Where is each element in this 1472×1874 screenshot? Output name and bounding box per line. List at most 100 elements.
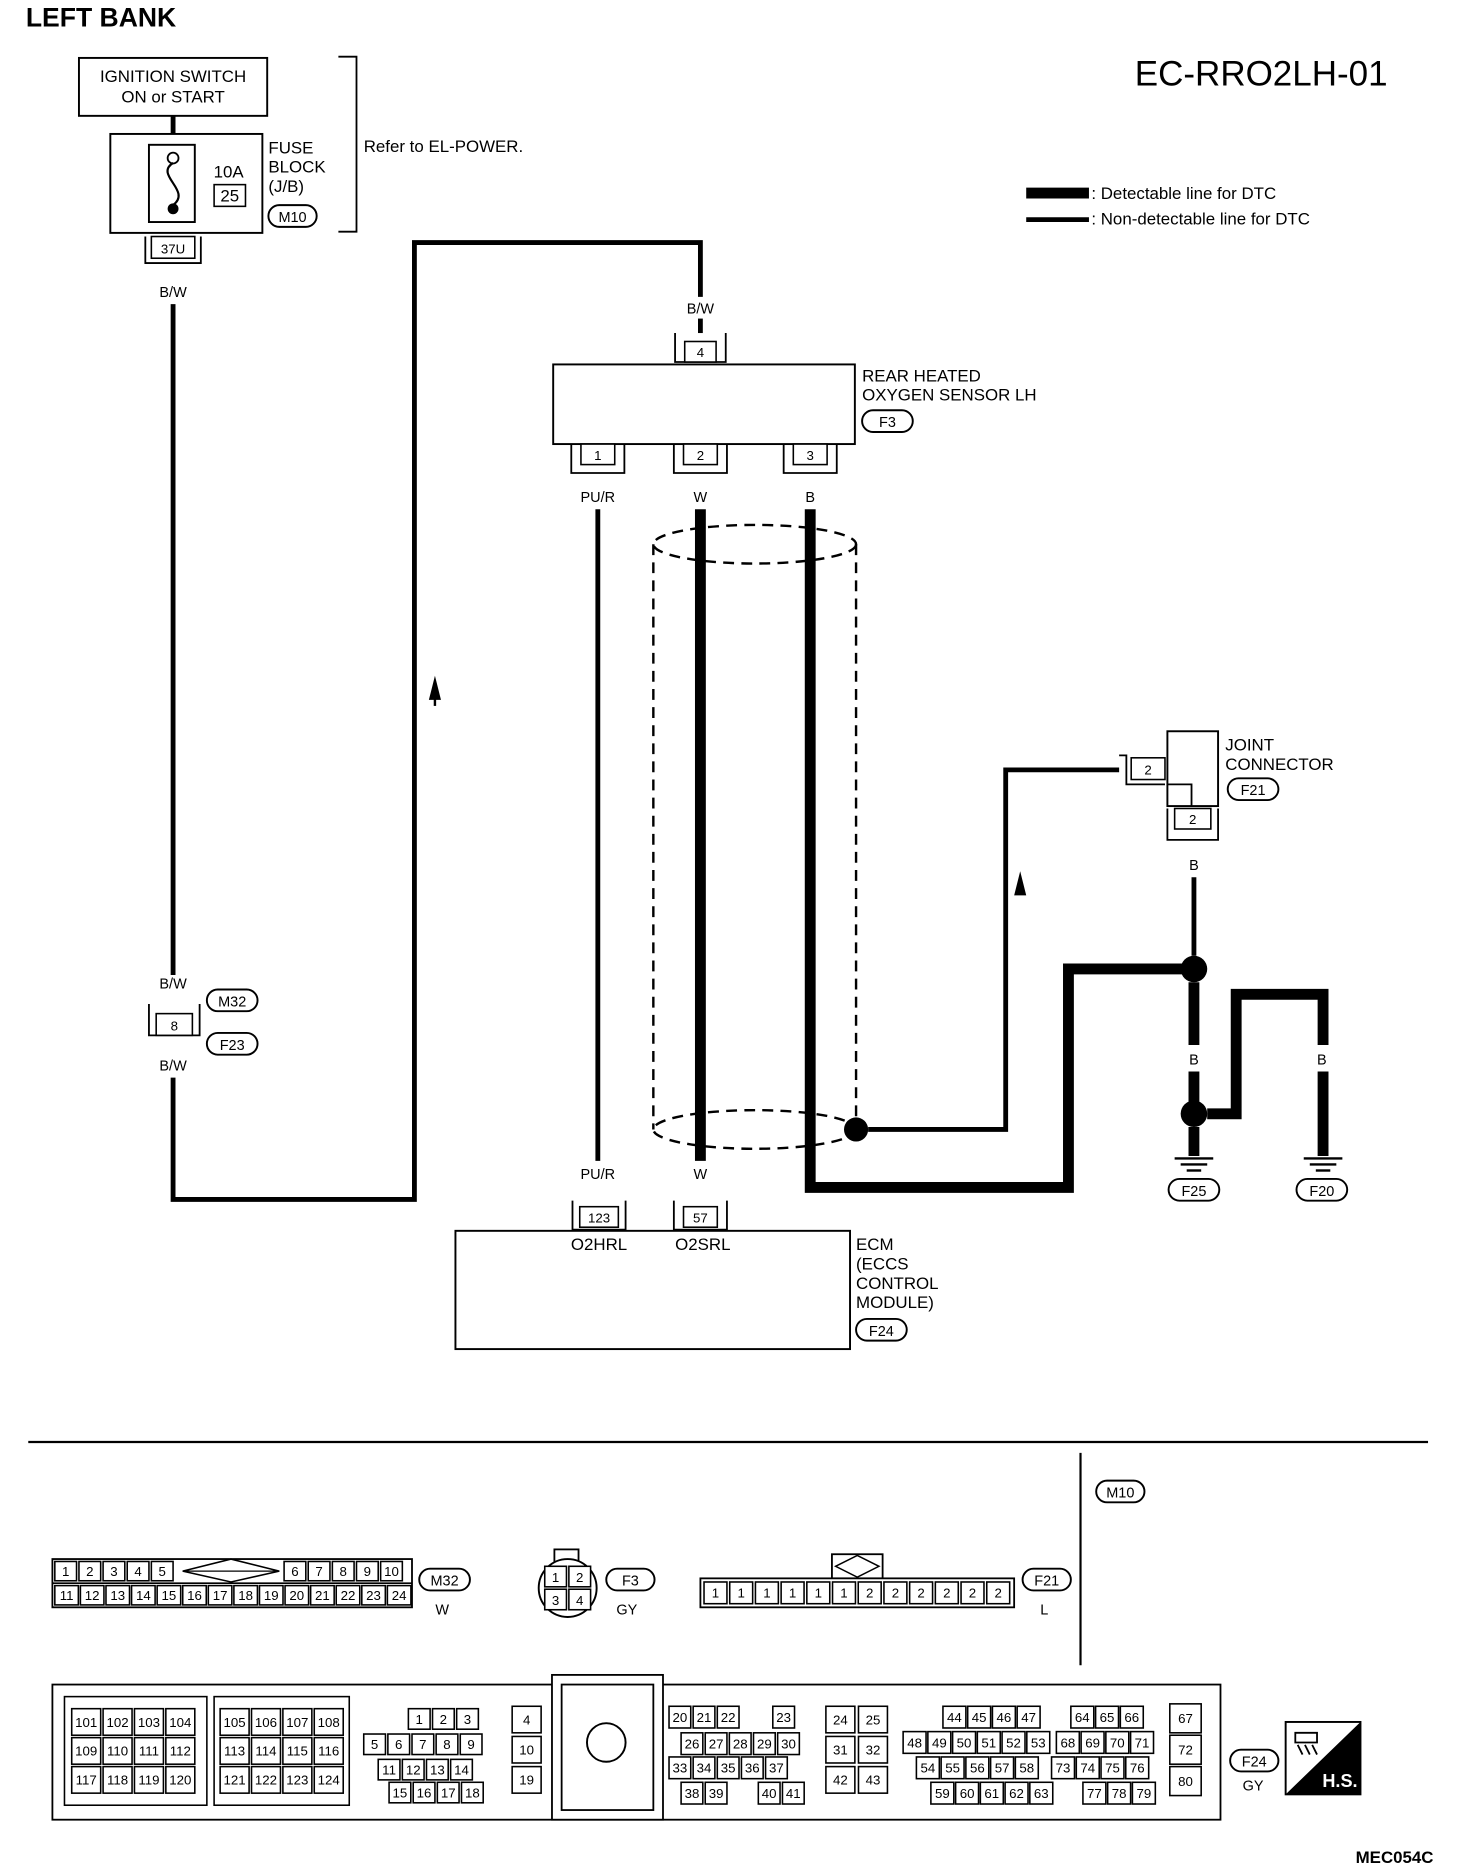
connector-pin-cell	[181, 1584, 208, 1606]
connector-pin-label: 11	[382, 1762, 396, 1777]
connector-pin-label: 120	[169, 1773, 191, 1788]
connector-pin-label: 1	[840, 1586, 847, 1601]
connector-pin-cell	[752, 1732, 777, 1756]
connector-pin-label: 80	[1178, 1774, 1193, 1789]
connector-pin-label: 53	[1031, 1735, 1046, 1750]
svg-text:3: 3	[807, 448, 814, 463]
connector-pin-cell	[1169, 1734, 1202, 1765]
connector-pin-label: 14	[454, 1762, 469, 1777]
figure-id: MEC054C	[1356, 1848, 1434, 1867]
wire-color-b-3: B	[1189, 1052, 1199, 1068]
connector-pin-label: 7	[315, 1564, 322, 1579]
connector-pin-label: 113	[224, 1744, 245, 1759]
connector-pin-label: 9	[467, 1737, 474, 1752]
connector-pin-cell	[857, 1765, 889, 1794]
joint-box	[1166, 730, 1220, 808]
connector-pin-label: 101	[75, 1715, 97, 1730]
connector-pin-cell	[703, 1581, 728, 1605]
connector-pin-label: 115	[287, 1744, 308, 1759]
harness-icon	[1294, 1731, 1318, 1755]
connector-pin-label: 104	[169, 1715, 191, 1730]
connector-pin-label: 27	[709, 1737, 724, 1752]
connector-pin-label: 2	[969, 1586, 976, 1601]
connector-pin-cell	[331, 1560, 355, 1582]
connector-pin-label: 68	[1060, 1735, 1075, 1750]
connector-pin-cell	[425, 1758, 449, 1781]
connector-pin-label: 47	[1021, 1710, 1036, 1725]
connector-pin-label: 77	[1087, 1786, 1102, 1801]
sensor-pin-2: 2	[672, 443, 728, 474]
svg-text:1: 1	[552, 1570, 559, 1585]
ignition-line1: IGNITION SWITCH	[100, 67, 246, 86]
connector-pin-label: 41	[786, 1786, 801, 1801]
connector-pin-label: 58	[1019, 1761, 1034, 1776]
connector-pin-label: 6	[395, 1737, 402, 1752]
connector-pin-cell	[401, 1758, 425, 1781]
connector-pin-label: 74	[1080, 1761, 1095, 1776]
connector-pin-label: 59	[935, 1786, 950, 1801]
ecm-signal-o2srl: O2SRL	[675, 1235, 730, 1254]
connector-pin-cell	[362, 1733, 387, 1756]
connector-pin-cell	[411, 1733, 435, 1756]
ignition-line2: ON or START	[121, 88, 224, 107]
connector-pin-cell	[130, 1584, 156, 1606]
connector-pin-cell	[806, 1581, 831, 1605]
connector-pin-label: 65	[1100, 1710, 1115, 1725]
connector-pin-label: 23	[366, 1588, 381, 1603]
connector-pin-cell	[1055, 1730, 1081, 1755]
connector-pin-cell	[692, 1705, 716, 1729]
connector-pin-label: 15	[162, 1588, 177, 1603]
connector-pin-label: 107	[286, 1715, 308, 1730]
hs-badge: H.S.	[1284, 1720, 1362, 1796]
connector-pin-cell	[313, 1707, 345, 1737]
connector-pin-label: 16	[187, 1588, 202, 1603]
connector-pin-cell	[387, 1733, 411, 1756]
rear-heated-oxygen-sensor: REAR HEATED OXYGEN SENSOR LH F3	[552, 363, 1037, 446]
f3-view-label: F3	[622, 1574, 639, 1590]
connector-pin-cell	[680, 1732, 704, 1756]
connector-pin-label: 49	[932, 1735, 947, 1750]
fuse-label3: (J/B)	[268, 177, 304, 196]
fuse-label1: FUSE	[268, 138, 313, 157]
ecm-connector-bolt	[586, 1722, 627, 1763]
connector-pin-cell	[431, 1707, 456, 1730]
connector-pin-cell	[165, 1765, 196, 1794]
ecm-name4: MODULE)	[856, 1293, 934, 1312]
connector-pin-label: 110	[107, 1744, 128, 1759]
connector-pin-cell	[704, 1732, 728, 1756]
svg-text:1: 1	[594, 448, 601, 463]
connector-pin-cell	[960, 1581, 985, 1605]
joint-connector-id: F21	[1241, 783, 1266, 799]
ground-f20: F20	[1295, 1157, 1349, 1202]
connector-pin-cell	[1106, 1781, 1132, 1805]
connector-pin-label: 60	[960, 1786, 975, 1801]
connector-pin-cell	[102, 1560, 126, 1582]
connector-m32-f23: 8 M32 F23	[148, 988, 259, 1056]
connector-pin-cell	[1169, 1765, 1202, 1797]
sensor-connector: F3	[879, 415, 896, 431]
connector-pin-cell	[740, 1756, 764, 1780]
connector-pin-label: 75	[1105, 1761, 1120, 1776]
ecm-connector: F24	[869, 1324, 894, 1340]
connector-pin-label: 52	[1006, 1735, 1021, 1750]
connector-pin-label: 4	[523, 1712, 530, 1727]
connector-pin-label: 31	[833, 1743, 848, 1758]
connector-pin-label: 103	[138, 1715, 160, 1730]
connector-pin-cell	[379, 1560, 404, 1582]
connector-pin-cell	[831, 1581, 857, 1605]
fuse-block: 10A 25 FUSE BLOCK (J/B) M10	[109, 132, 326, 234]
connector-pin-cell	[728, 1581, 754, 1605]
connector-pin-cell	[102, 1707, 133, 1737]
connector-pin-cell	[282, 1765, 313, 1794]
sensor-box	[552, 363, 856, 446]
connector-pin-label: 16	[417, 1785, 432, 1800]
connector-pin-cell	[1004, 1781, 1029, 1805]
wire-color-b-1: B	[805, 490, 815, 506]
connector-pin-label: 78	[1112, 1786, 1127, 1801]
connector-pin-label: 33	[673, 1761, 688, 1776]
connector-pin-label: 40	[762, 1786, 777, 1801]
connector-pin-cell	[219, 1707, 250, 1737]
connector-pin-cell	[883, 1581, 908, 1605]
connector-pin-cell	[70, 1707, 102, 1737]
ecm-name1: ECM	[856, 1235, 894, 1254]
